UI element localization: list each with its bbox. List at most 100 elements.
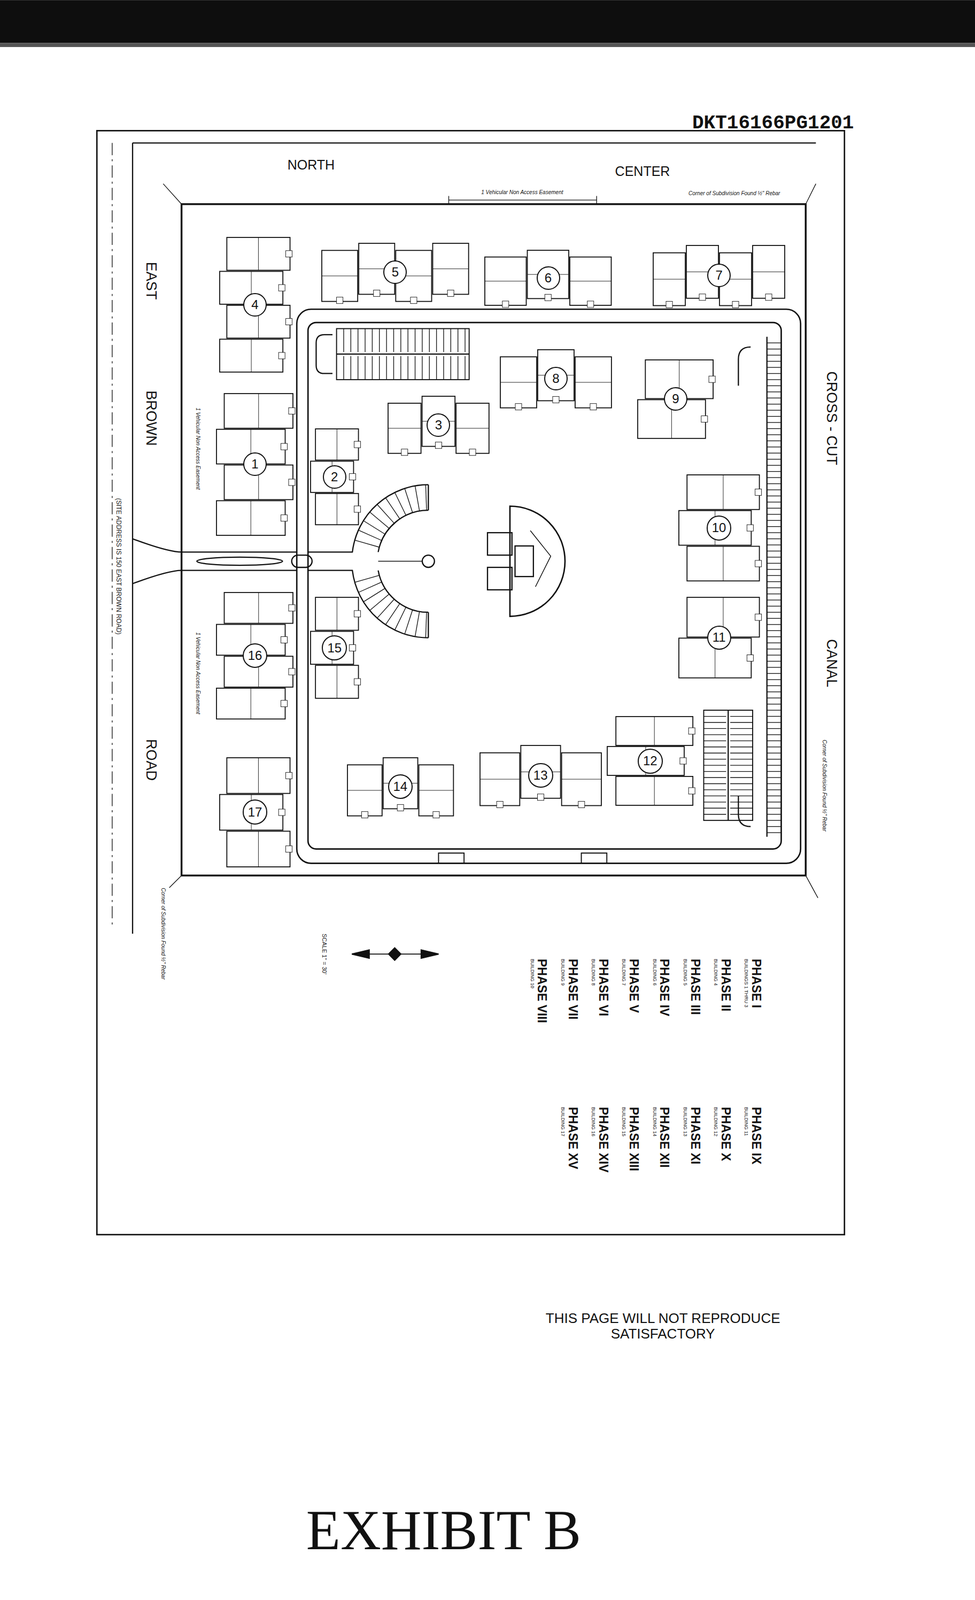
patio [552,396,560,403]
leader-line [163,183,182,205]
parking-stall [767,342,782,344]
parking-stall [703,715,726,717]
patio [285,845,293,852]
unit-party-wall [336,597,338,631]
leader-line [805,183,816,205]
parking-stall [400,328,401,353]
parking-stall [767,825,782,827]
parking-stall [364,356,366,380]
apartment-unit [480,752,520,806]
unit-party-wall [251,338,252,372]
patio [447,289,454,297]
patio [288,604,296,611]
parking-stall [703,746,726,747]
parking-fan [352,484,429,552]
building-number: 17 [242,799,268,825]
parking-lot [727,709,729,820]
building-outline: 5 [321,242,470,303]
unit-party-wall [561,778,601,779]
easement-dimension [448,195,450,204]
parking-stall [767,728,782,729]
phase-heading: PHASE II [718,958,733,1011]
building-number: 12 [637,748,663,774]
parking-stall [395,492,407,516]
parking-stall [767,476,782,478]
phase-buildings: BUILDINGS 1 THRU 3 [743,958,749,1008]
parking-stall [378,328,380,353]
parking-stall [354,539,380,547]
parking-stall [343,356,344,380]
phase-buildings: BUILDING 10 [529,958,535,988]
clubhouse [487,532,513,555]
unit-party-wall [258,237,259,270]
apartment-unit [219,338,283,372]
patio [754,560,762,567]
parking-stall [767,617,782,619]
parking-stall [414,328,416,353]
phase-buildings: BUILDING 6 [651,958,657,986]
building-outline: 14 [346,756,454,817]
parking-stall [443,328,444,353]
parking-stall [767,733,782,735]
phase-heading: PHASE VI [596,958,610,1016]
parking-stall [767,403,782,405]
parking-stall [767,556,782,557]
phase-heading: PHASE VIII [535,958,549,1023]
unit-party-wall [336,664,338,699]
patio [765,293,772,301]
parking-stall [730,783,753,784]
parking-stall [767,721,782,723]
unit-party-wall [432,268,469,269]
unit-party-wall [250,500,252,536]
parking-stall [767,703,782,704]
patio [285,318,293,325]
parking-stall [767,654,782,655]
road-name: BROWN [143,390,160,447]
leader-line [805,875,818,898]
building-outline: 12 [606,715,694,806]
parking-stall [378,356,380,380]
parking-stall [363,520,385,535]
apartment-unit [575,356,612,408]
parking-fan [377,570,429,613]
phase-buildings: BUILDING 5 [682,958,688,986]
building-outline: 7 [652,244,786,306]
phase-heading: PHASE IV [657,958,671,1016]
parking-stall [703,807,726,809]
parking-stall [767,513,782,515]
apartment-unit [615,716,693,746]
apartment-unit [216,500,286,536]
corner-note: Corner of Subdivision Found ½" Rebar [688,189,780,196]
patio [410,297,417,304]
parking-stall [767,501,782,502]
parking-stall [703,770,726,772]
patio [754,613,762,621]
patio [288,478,296,485]
parking-stall [730,746,753,747]
patio [496,800,504,808]
apartment-unit [227,757,291,794]
patio [278,808,285,816]
parking-stall [414,356,416,380]
apartment-unit [569,257,611,306]
parking-stall [703,764,726,765]
clubhouse [515,545,534,577]
parking-stall [395,606,407,630]
patio [354,678,361,685]
parking-stall [767,409,782,410]
parking-stall [767,465,782,466]
parking-stall [404,488,413,513]
sheet-frame [96,130,845,1234]
patio [688,727,695,734]
patio [587,300,594,308]
apartment-unit [500,356,537,408]
patio [469,449,476,456]
parking-stall [767,525,782,527]
parking-stall [363,587,385,602]
parking-stall [767,531,782,533]
corner-note: Corner of Subdivision Found ½" Rebar [821,739,827,831]
parking-stall [730,764,753,765]
patio [361,810,368,818]
building-number: 9 [663,387,688,411]
